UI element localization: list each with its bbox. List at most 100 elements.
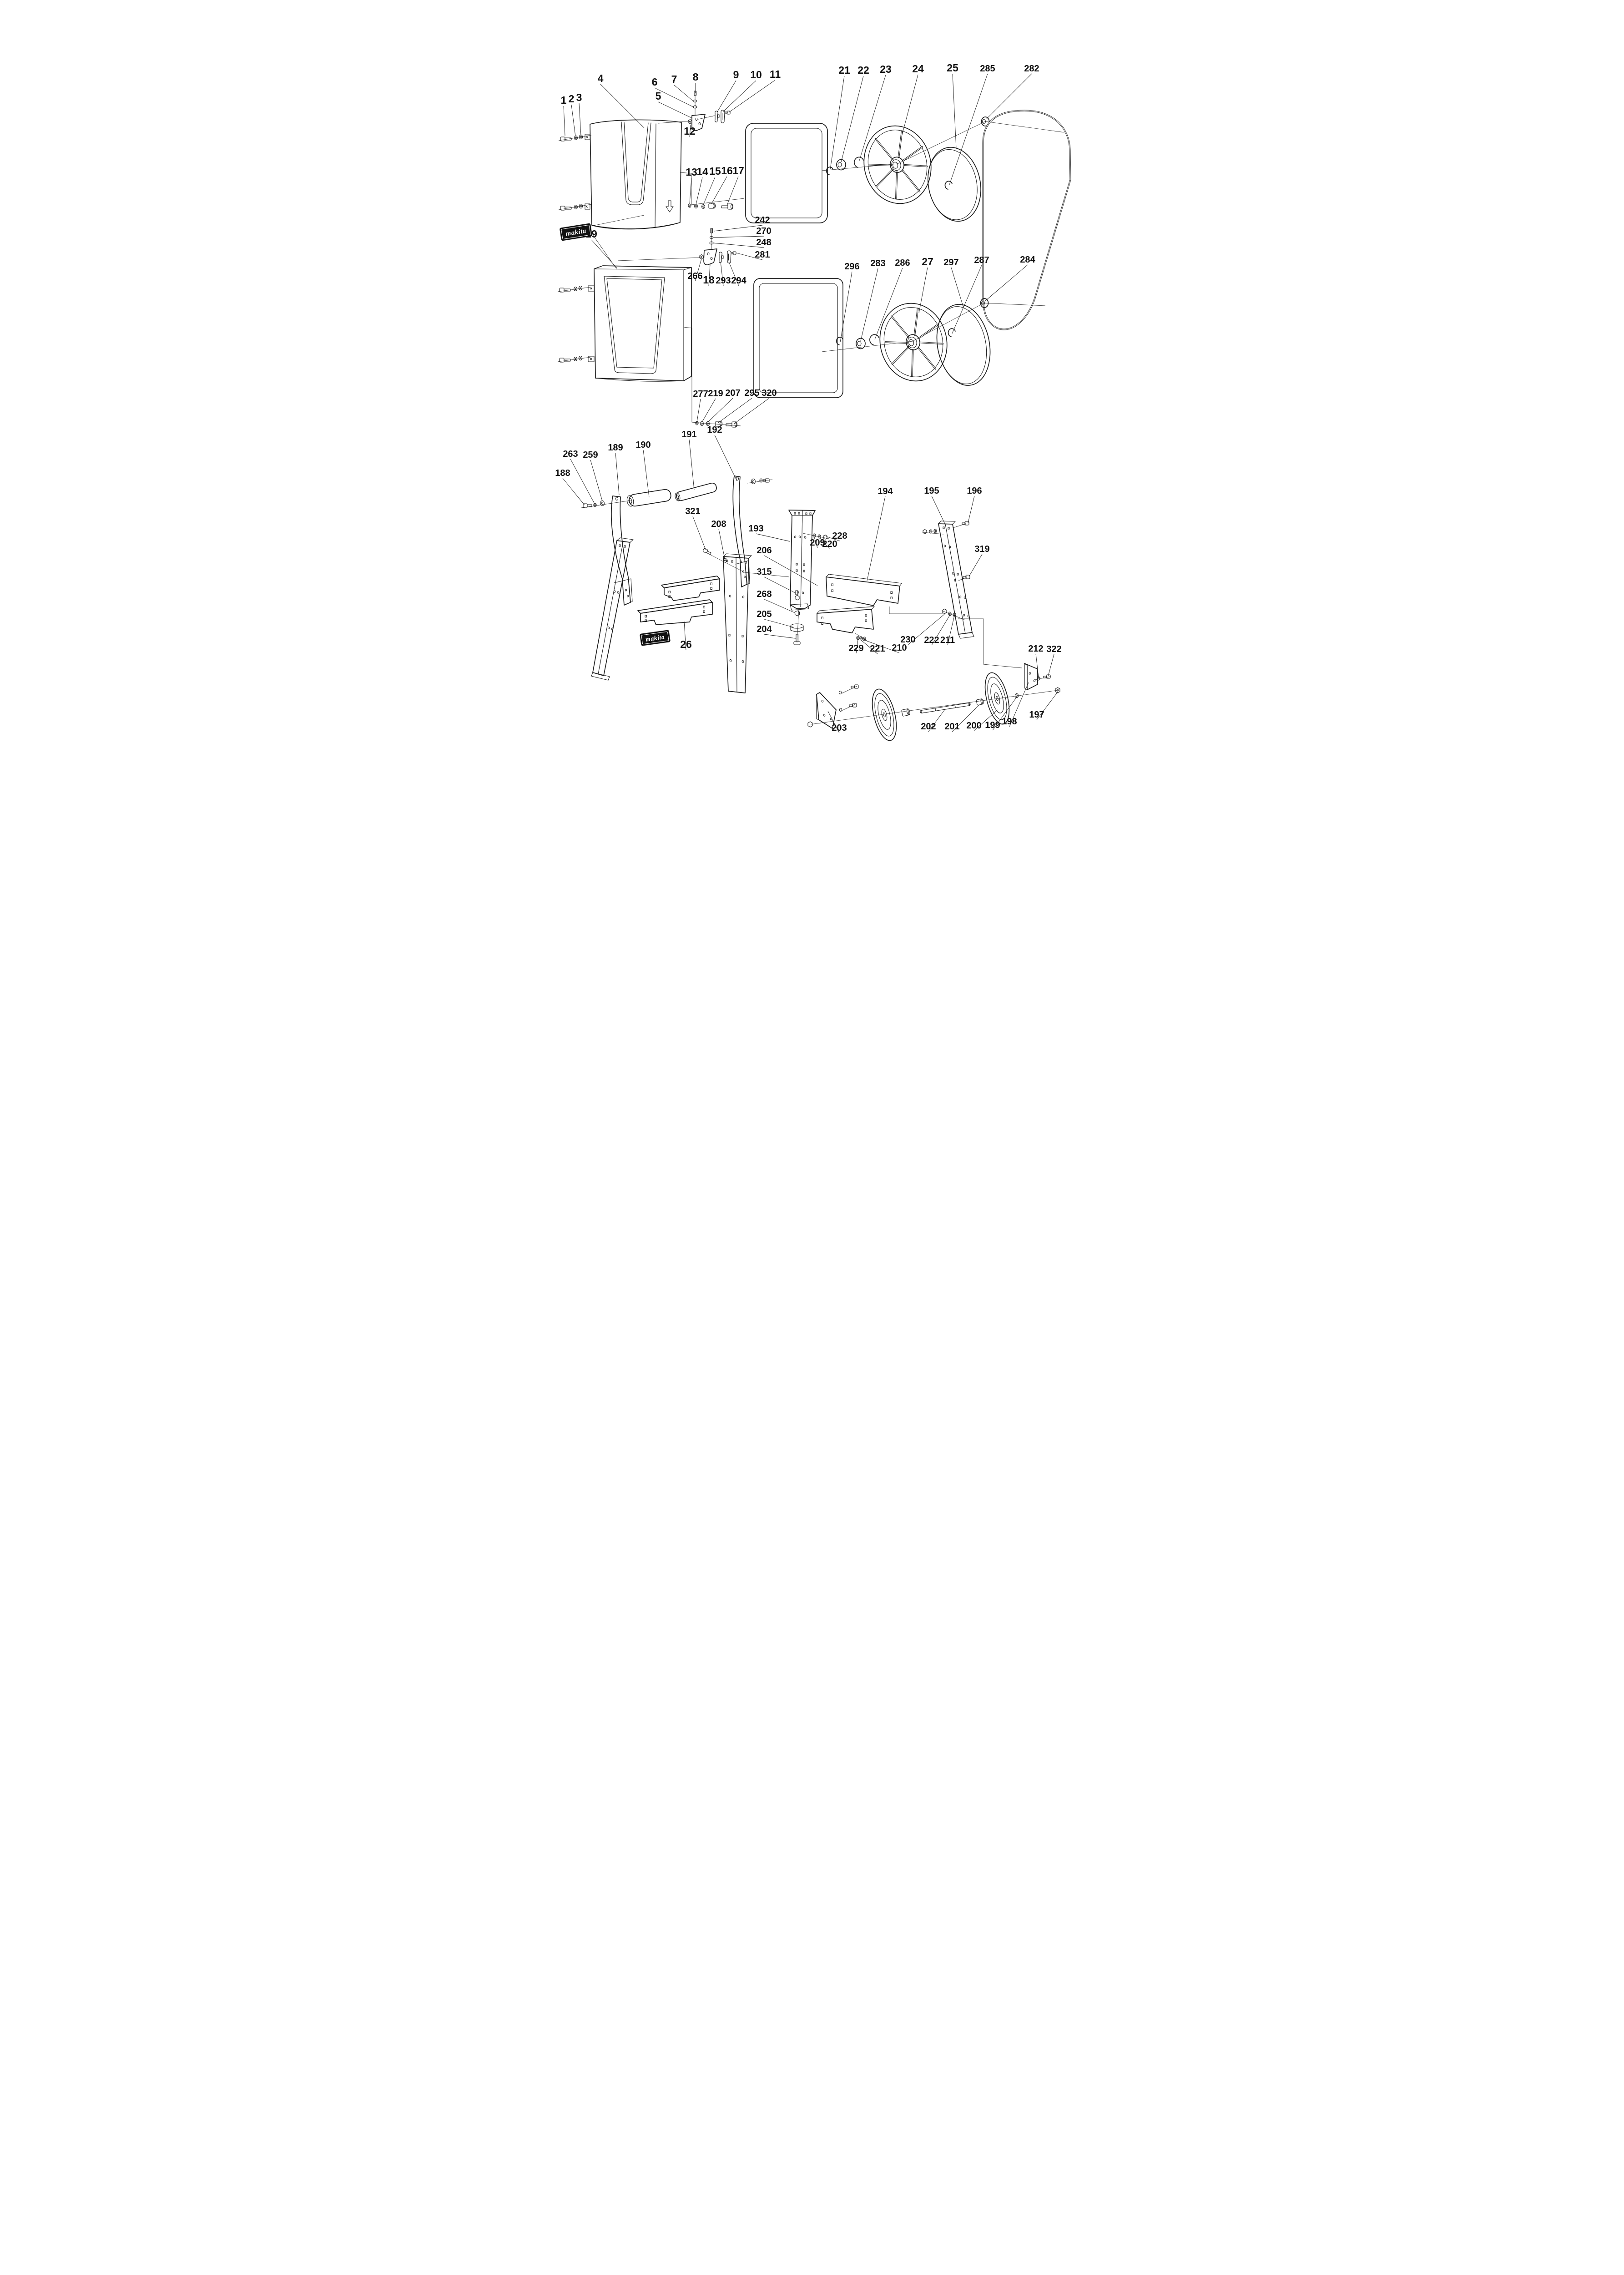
part-label-221: 221 <box>870 644 885 654</box>
part-label-1: 1 <box>561 94 567 106</box>
part-label-285: 285 <box>980 64 995 74</box>
retaining-rings-21-23 <box>826 157 864 175</box>
leader-line-1 <box>563 106 565 136</box>
part-label-21: 21 <box>838 64 850 76</box>
part-label-3: 3 <box>576 91 582 103</box>
upper-cover-bolts <box>558 134 592 211</box>
part-label-293: 293 <box>716 276 731 286</box>
part-label-23: 23 <box>880 63 892 75</box>
part-label-12: 12 <box>684 125 696 137</box>
part-label-205: 205 <box>757 609 772 619</box>
part-label-13: 13 <box>686 166 697 178</box>
part-label-315: 315 <box>757 567 772 577</box>
leader-line-188 <box>562 478 585 506</box>
leader-line-210 <box>864 640 900 653</box>
part-label-10: 10 <box>750 69 762 81</box>
leader-line-13 <box>689 177 692 204</box>
part-label-210: 210 <box>892 643 907 653</box>
leader-line-5 <box>658 101 692 118</box>
part-label-27: 27 <box>922 256 933 268</box>
part-label-209: 209 <box>810 538 825 548</box>
leader-line-195 <box>931 495 946 525</box>
leader-line-209 <box>814 537 818 548</box>
part-label-248: 248 <box>756 238 771 248</box>
lower-wheel-tire-disc <box>936 304 991 386</box>
makita-logo-text-lower: makita <box>645 634 665 643</box>
part-label-200: 200 <box>966 721 981 731</box>
leader-line-207 <box>707 398 733 423</box>
leader-line-23 <box>859 75 886 161</box>
part-label-11: 11 <box>770 68 781 80</box>
part-label-4: 4 <box>598 72 604 84</box>
part-label-242: 242 <box>755 215 770 225</box>
makita-logo-plate-lower: makita <box>640 630 671 646</box>
leader-line-284 <box>984 264 1028 302</box>
part-label-281: 281 <box>755 250 770 260</box>
part-label-9: 9 <box>733 69 739 81</box>
upper-latch-bracket-group <box>688 91 706 131</box>
leader-line-321 <box>692 516 706 550</box>
brace-26 <box>637 599 713 625</box>
part-label-296: 296 <box>844 262 859 272</box>
part-label-22: 22 <box>857 64 869 76</box>
part-label-193: 193 <box>748 524 763 534</box>
part-label-295: 295 <box>744 388 759 398</box>
leader-line-219 <box>701 398 716 423</box>
leader-line-266 <box>695 258 702 282</box>
part-label-199: 199 <box>985 720 1000 730</box>
part-label-277: 277 <box>693 389 708 399</box>
door-latch-group <box>715 110 731 123</box>
leader-line-319 <box>968 554 983 577</box>
leader-line-21 <box>830 76 845 170</box>
leader-line-201 <box>952 704 980 732</box>
blade-washer-282 <box>981 116 990 126</box>
leader-line-200 <box>973 709 998 731</box>
leader-line-24 <box>901 74 918 137</box>
leader-line-277 <box>696 399 701 422</box>
leader-line-196 <box>968 495 975 523</box>
upper-frame <box>745 123 828 223</box>
leader-line-294 <box>728 261 739 286</box>
leader-line-26 <box>684 621 686 651</box>
diagram-page: makita <box>541 0 1083 766</box>
part-label-197: 197 <box>1029 710 1044 720</box>
leader-line-18 <box>708 264 711 286</box>
part-label-230: 230 <box>900 635 915 645</box>
upper-band-wheel <box>863 125 932 204</box>
leader-line-320 <box>734 398 770 424</box>
leader-line-205 <box>764 619 795 628</box>
leader-line-270 <box>713 236 764 238</box>
leader-line-295 <box>718 398 752 423</box>
leader-line-283 <box>860 268 878 341</box>
leg-rear-left <box>591 537 634 681</box>
leader-line-296 <box>840 271 852 343</box>
leader-line-248 <box>713 243 764 248</box>
makita-logo-plate-upper: makita <box>560 223 592 241</box>
part-label-282: 282 <box>1024 64 1039 74</box>
part-label-203: 203 <box>832 723 847 733</box>
leader-line-25 <box>952 73 957 149</box>
part-label-18: 18 <box>703 274 715 286</box>
leader-line-27 <box>918 267 928 313</box>
part-label-270: 270 <box>756 226 771 236</box>
leader-line-229 <box>856 639 858 654</box>
upper-wheel-cover <box>585 119 682 230</box>
part-label-188: 188 <box>555 468 570 478</box>
brace-194 <box>826 574 902 606</box>
lower-band-wheel <box>879 303 948 382</box>
part-label-192: 192 <box>707 425 722 435</box>
part-label-294: 294 <box>731 276 746 286</box>
leveling-foot-group <box>790 590 804 645</box>
leader-line-211 <box>947 615 955 646</box>
leader-line-17 <box>726 176 739 206</box>
part-label-287: 287 <box>974 255 989 265</box>
leader-line-10 <box>723 80 757 112</box>
leader-line-197 <box>1036 692 1058 720</box>
part-label-15: 15 <box>709 165 721 177</box>
part-label-196: 196 <box>967 486 982 496</box>
leader-line-208 <box>718 529 726 561</box>
leader-line-203 <box>827 711 840 733</box>
exploded-diagram-svg: makita <box>555 62 1071 741</box>
transport-wheel-assembly <box>807 663 1060 741</box>
part-label-283: 283 <box>870 258 885 268</box>
